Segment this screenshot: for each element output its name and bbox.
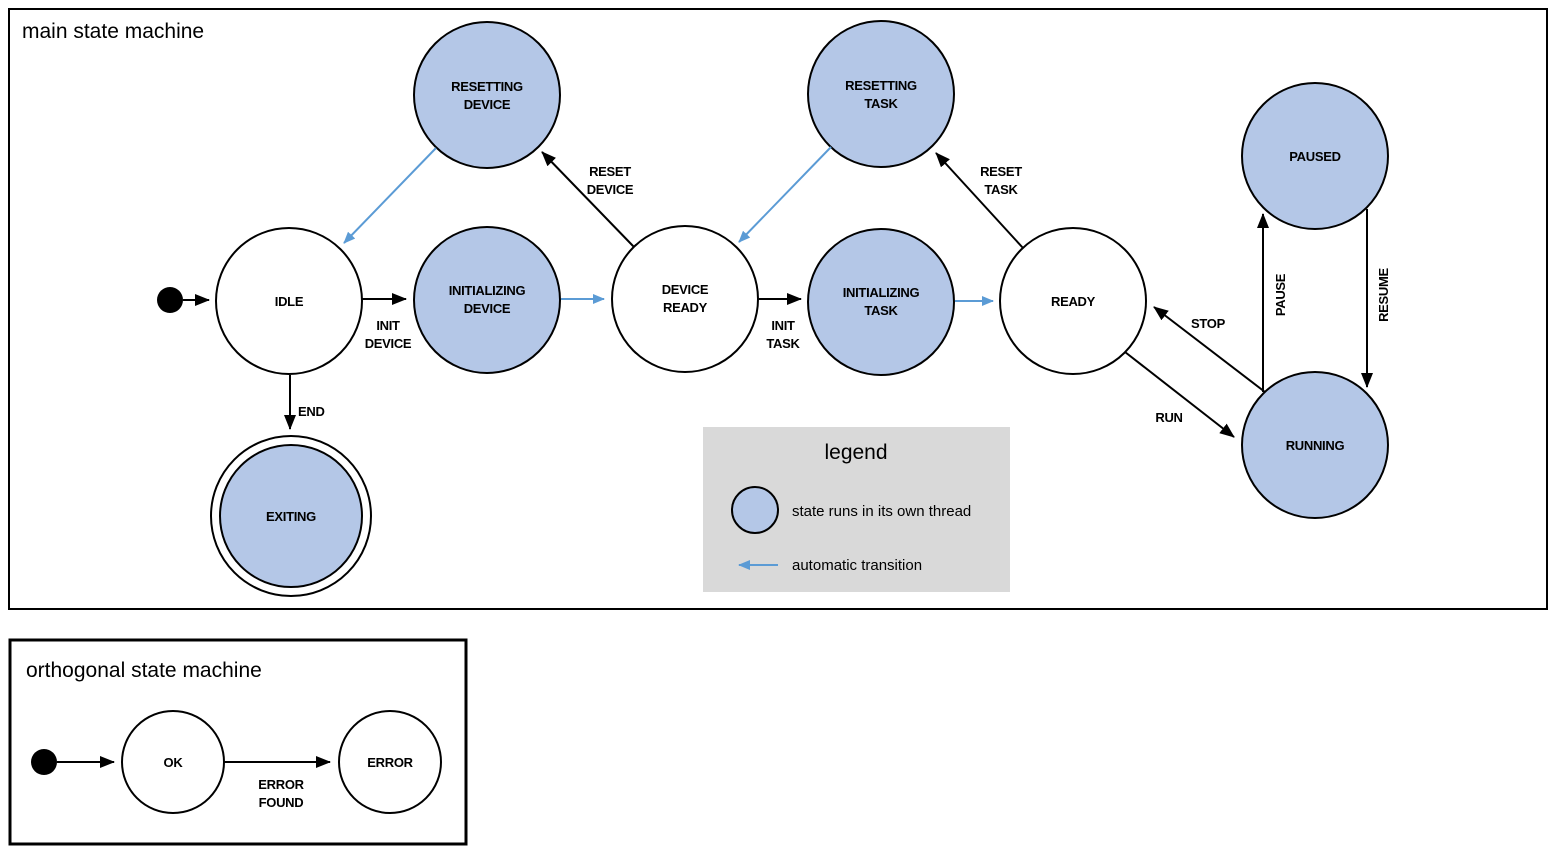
legend-item-auto-label: automatic transition bbox=[792, 557, 922, 574]
main-title: main state machine bbox=[22, 20, 204, 43]
state-error bbox=[338, 710, 442, 814]
state-device-ready-label-1: DEVICE bbox=[662, 282, 709, 297]
transition-run bbox=[1124, 351, 1235, 438]
state-paused-label: PAUSED bbox=[1289, 149, 1340, 164]
orthogonal-state-machine-box bbox=[8, 638, 468, 846]
state-initializing-task bbox=[807, 228, 955, 376]
state-resetting-device bbox=[413, 21, 561, 169]
transition-reset-device-label-1: RESET bbox=[589, 164, 631, 179]
legend-title: legend bbox=[824, 441, 887, 464]
state-exiting bbox=[219, 444, 363, 588]
transition-reset-device-label-2: DEVICE bbox=[587, 182, 634, 197]
state-initializing-device-label-1: INITIALIZING bbox=[449, 283, 526, 298]
state-resetting-task-label-1: RESETTING bbox=[845, 78, 917, 93]
state-resetting-task bbox=[807, 20, 955, 168]
transition-reset-task bbox=[935, 152, 1024, 249]
main-state-machine-box bbox=[8, 8, 1548, 610]
state-resetting-task-label-2: TASK bbox=[864, 96, 898, 111]
state-running-label: RUNNING bbox=[1286, 438, 1345, 453]
state-running bbox=[1241, 371, 1389, 519]
transition-init-task-label-2: TASK bbox=[766, 336, 800, 351]
transition-pause-label: PAUSE bbox=[1273, 273, 1288, 316]
transition-reset-task-label-1: RESET bbox=[980, 164, 1022, 179]
orthogonal-initial-state-dot bbox=[31, 749, 57, 775]
state-device-ready-label-2: READY bbox=[663, 300, 708, 315]
legend-item-threaded-label: state runs in its own thread bbox=[792, 503, 971, 520]
state-exiting-label: EXITING bbox=[266, 509, 316, 524]
transition-end-label: END bbox=[298, 404, 325, 419]
state-initializing-task-label-1: INITIALIZING bbox=[843, 285, 920, 300]
state-ok-label: OK bbox=[164, 755, 184, 770]
transition-reset-task-label-2: TASK bbox=[984, 182, 1018, 197]
transition-auto-resetdev-to-idle bbox=[343, 147, 437, 244]
transition-init-task-label-1: INIT bbox=[771, 318, 795, 333]
state-resetting-device-label-1: RESETTING bbox=[451, 79, 523, 94]
transition-stop-label: STOP bbox=[1191, 316, 1226, 331]
state-initializing-task-label-2: TASK bbox=[864, 303, 898, 318]
state-idle-label: IDLE bbox=[275, 294, 304, 309]
transition-init-device-label-2: DEVICE bbox=[365, 336, 412, 351]
threaded-state-circle-icon bbox=[731, 486, 779, 534]
state-initializing-device-label-2: DEVICE bbox=[464, 301, 511, 316]
state-idle bbox=[215, 227, 363, 375]
state-error-label: ERROR bbox=[367, 755, 413, 770]
state-device-ready bbox=[611, 225, 759, 373]
state-initializing-device bbox=[413, 226, 561, 374]
transition-resume-label: RESUME bbox=[1376, 267, 1391, 321]
transition-reset-device bbox=[541, 151, 635, 248]
initial-state-dot bbox=[157, 287, 183, 313]
orthogonal-title: orthogonal state machine bbox=[26, 659, 262, 682]
state-ready-label: READY bbox=[1051, 294, 1096, 309]
transition-run-label: RUN bbox=[1155, 410, 1182, 425]
transition-auto-resettask-to-deviceready bbox=[738, 146, 832, 243]
state-resetting-device-label-2: DEVICE bbox=[464, 97, 511, 112]
transition-error-found-label-2: FOUND bbox=[259, 795, 304, 810]
transition-init-device-label-1: INIT bbox=[376, 318, 400, 333]
state-ready bbox=[999, 227, 1147, 375]
transition-error-found-label-1: ERROR bbox=[258, 777, 304, 792]
state-paused bbox=[1241, 82, 1389, 230]
transition-stop bbox=[1153, 306, 1266, 393]
